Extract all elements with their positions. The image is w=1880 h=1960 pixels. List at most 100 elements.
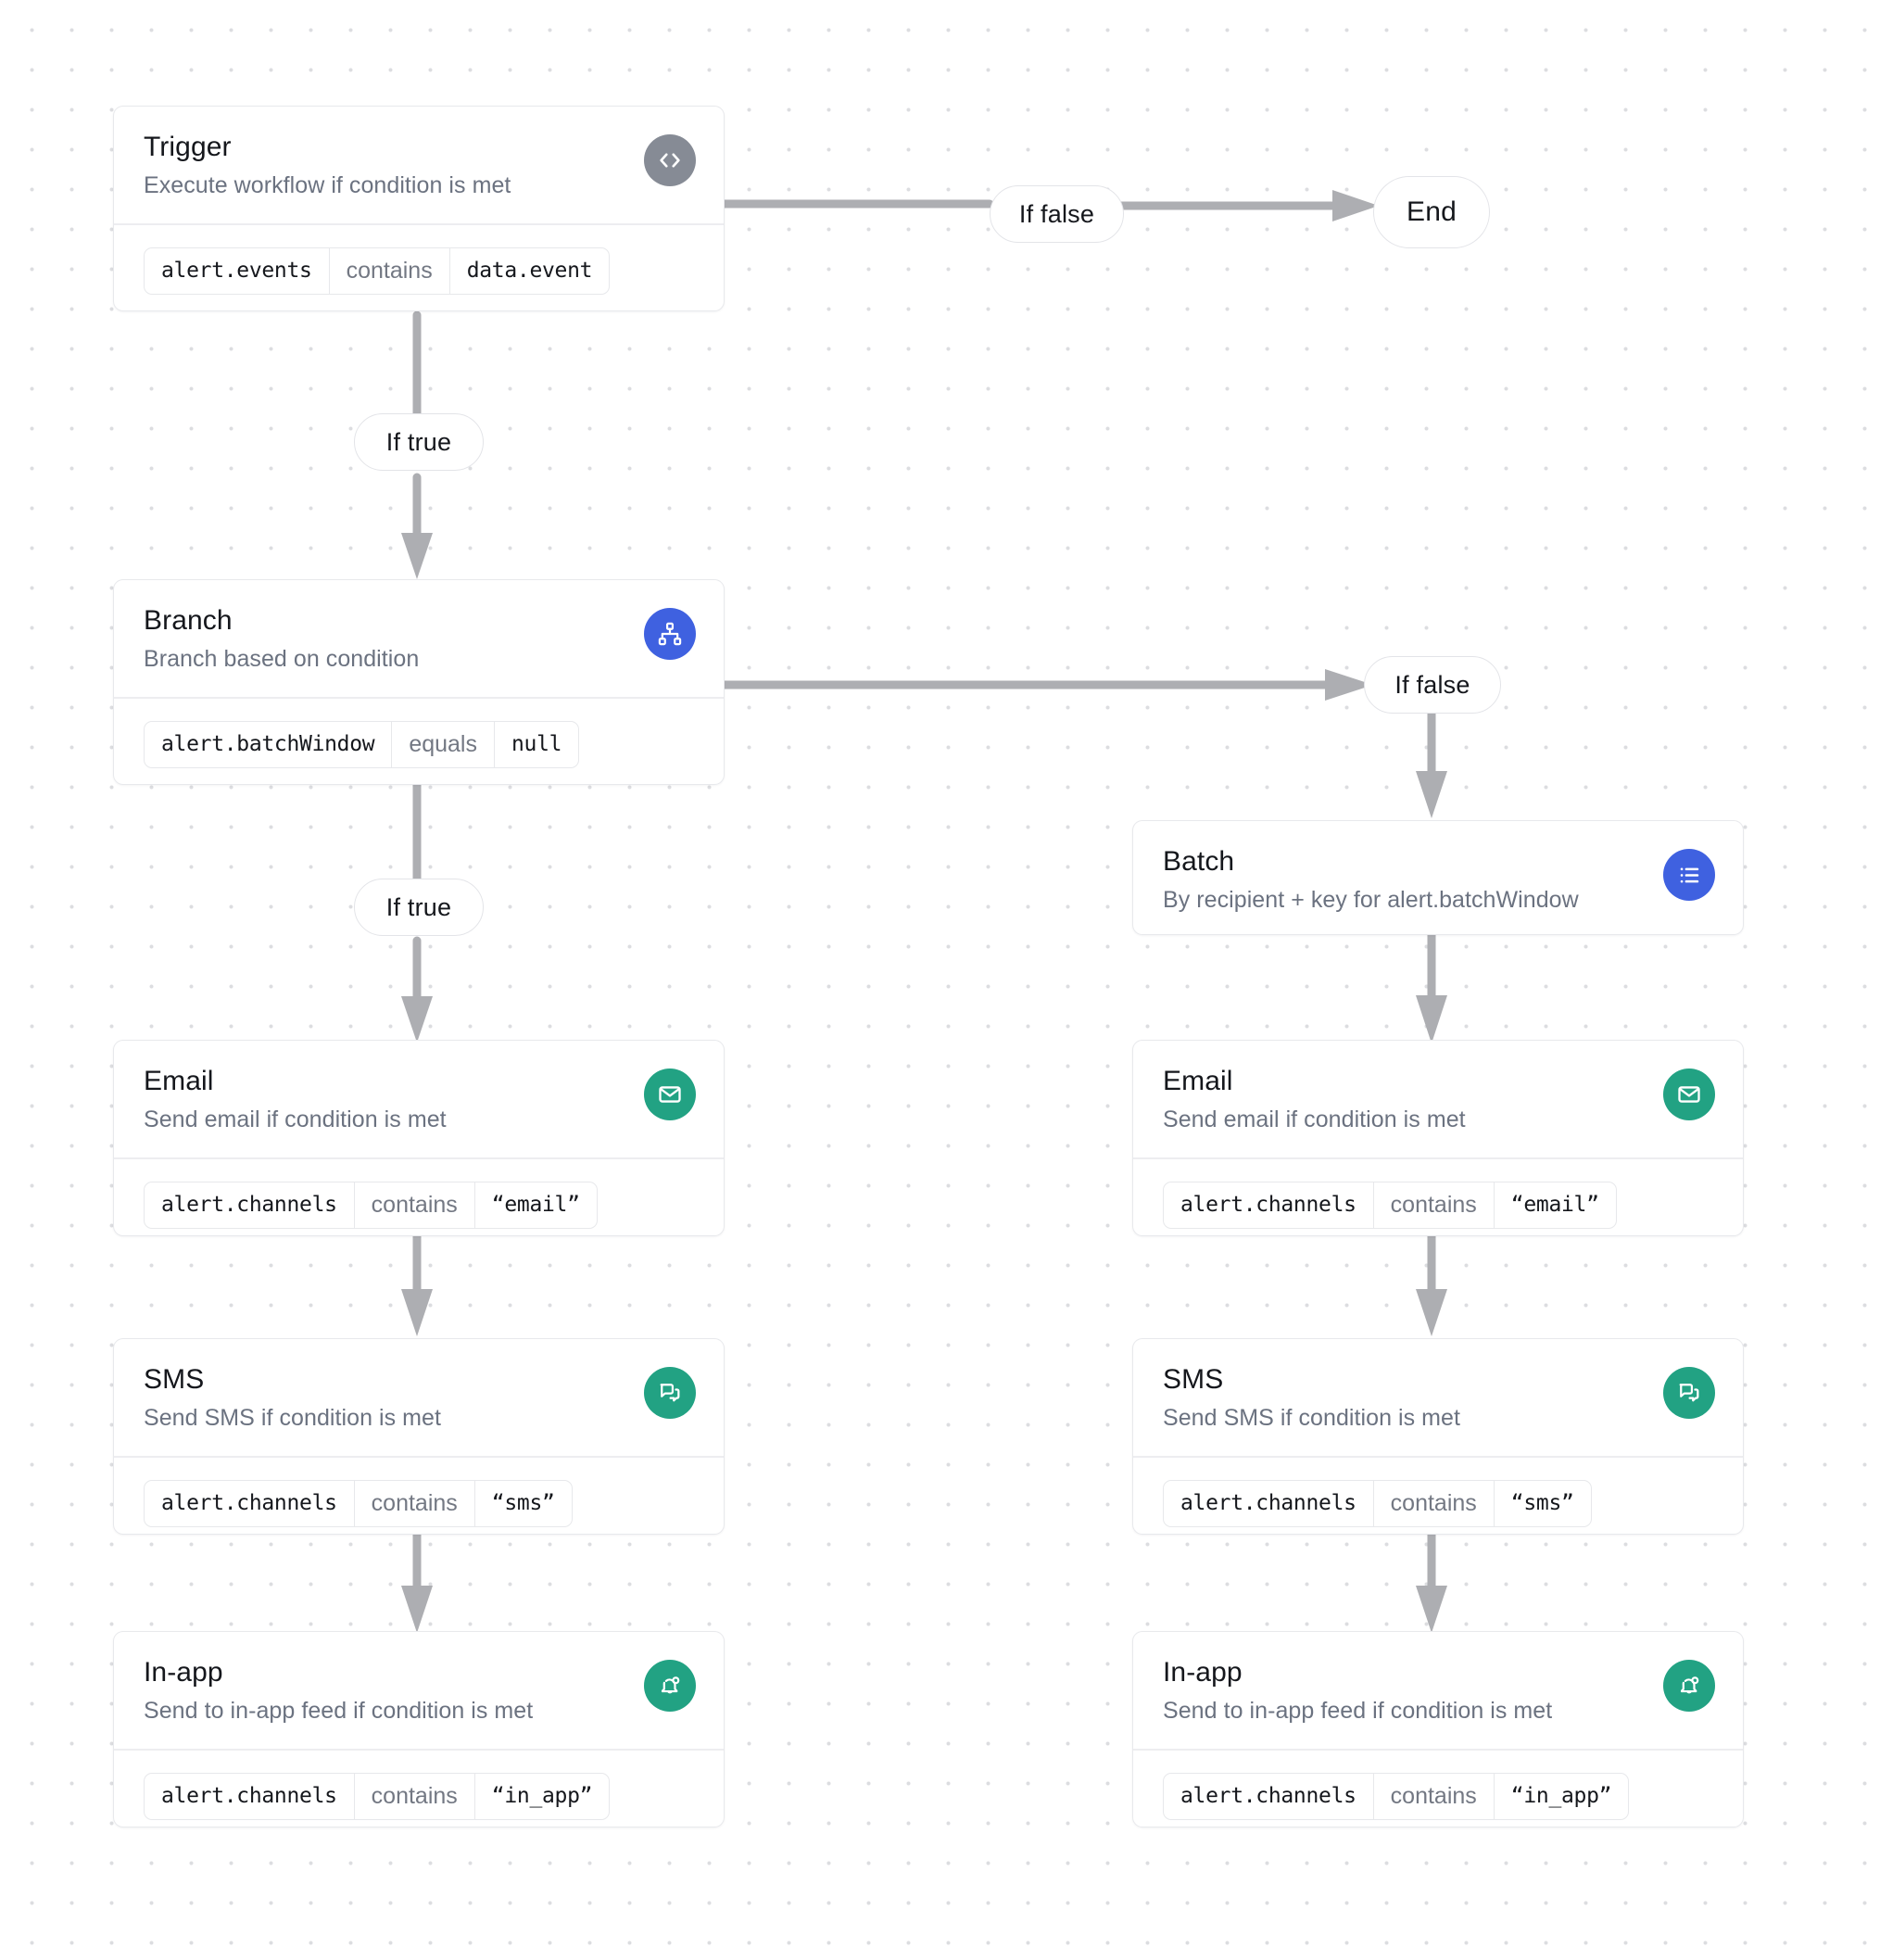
card-divider: [114, 697, 724, 699]
node-card-branch[interactable]: Branch Branch based on condition alert.b…: [113, 579, 725, 785]
card-header: Branch Branch based on condition: [114, 580, 724, 697]
condition-field: alert.events: [161, 258, 312, 283]
card-body: alert.events contains data.event: [114, 225, 724, 321]
card-divider: [1133, 1456, 1743, 1458]
node-card-email-right[interactable]: Email Send email if condition is met ale…: [1132, 1040, 1744, 1236]
end-label: End: [1407, 196, 1457, 227]
edge-sms-to-inapp-right: [1416, 1524, 1447, 1633]
card-divider: [114, 1749, 724, 1751]
card-body: alert.channels contains “in_app”: [1133, 1751, 1743, 1846]
card-divider: [114, 1157, 724, 1159]
node-subtitle: Send SMS if condition is met: [1163, 1405, 1460, 1432]
condition-field: alert.channels: [1180, 1783, 1356, 1808]
node-card-inapp-left[interactable]: In-app Send to in-app feed if condition …: [113, 1631, 725, 1827]
condition-chip[interactable]: alert.channels contains “sms”: [144, 1479, 573, 1527]
chat-bubbles-icon: [1663, 1367, 1715, 1419]
node-subtitle: Send to in-app feed if condition is met: [1163, 1698, 1553, 1725]
condition-value: null: [493, 721, 578, 767]
bell-dot-icon: [644, 1660, 696, 1712]
condition-chip[interactable]: alert.batchWindow equals null: [144, 720, 580, 768]
condition-chip[interactable]: alert.channels contains “sms”: [1163, 1479, 1592, 1527]
card-divider: [1133, 1157, 1743, 1159]
condition-value: “email”: [1493, 1182, 1616, 1228]
card-body: alert.channels contains “sms”: [1133, 1458, 1743, 1553]
card-divider: [114, 1456, 724, 1458]
node-subtitle: Send email if condition is met: [144, 1106, 447, 1133]
card-header: SMS Send SMS if condition is met: [1133, 1339, 1743, 1456]
sitemap-icon: [644, 608, 696, 660]
node-title: Trigger: [144, 132, 232, 162]
edge-trigger-true-stub: [403, 310, 431, 418]
card-header: Trigger Execute workflow if condition is…: [114, 107, 724, 223]
condition-value: “in_app”: [473, 1773, 609, 1819]
code-icon: [644, 134, 696, 186]
condition-value: “email”: [473, 1182, 597, 1228]
list-icon: [1663, 849, 1715, 901]
condition-field: alert.batchWindow: [161, 731, 375, 756]
node-card-trigger[interactable]: Trigger Execute workflow if condition is…: [113, 106, 725, 311]
edge-email-to-sms-right: [1416, 1228, 1447, 1336]
node-subtitle: Execute workflow if condition is met: [144, 172, 511, 199]
node-title: Branch: [144, 605, 233, 636]
card-header: Batch By recipient + key for alert.batch…: [1133, 821, 1743, 938]
card-header: In-app Send to in-app feed if condition …: [1133, 1632, 1743, 1749]
node-title: Batch: [1163, 846, 1235, 877]
node-card-batch[interactable]: Batch By recipient + key for alert.batch…: [1132, 820, 1744, 935]
condition-value: data.event: [448, 247, 609, 294]
condition-field: alert.channels: [161, 1192, 337, 1217]
edge-trigger-false-stub: [720, 190, 994, 218]
edge-branch-false: [720, 669, 1373, 701]
edge-sms-to-inapp-left: [401, 1524, 433, 1633]
condition-field: alert.channels: [161, 1490, 337, 1515]
node-title: In-app: [144, 1657, 223, 1688]
condition-chip[interactable]: alert.channels contains “email”: [1163, 1181, 1617, 1229]
condition-operator: contains: [1372, 1182, 1494, 1228]
condition-value: “sms”: [1493, 1480, 1591, 1526]
node-subtitle: Branch based on condition: [144, 646, 420, 673]
condition-operator: contains: [1372, 1773, 1494, 1819]
envelope-icon: [1663, 1069, 1715, 1120]
condition-chip[interactable]: alert.channels contains “in_app”: [144, 1772, 611, 1820]
edge-label-text: If true: [385, 427, 452, 456]
condition-operator: contains: [353, 1773, 474, 1819]
edge-label-branch-if-false[interactable]: If false: [1364, 656, 1501, 714]
node-card-sms-left[interactable]: SMS Send SMS if condition is met alert.c…: [113, 1338, 725, 1535]
condition-operator: contains: [353, 1182, 474, 1228]
node-subtitle: Send to in-app feed if condition is met: [144, 1698, 534, 1725]
edge-branchtrue-to-email: [401, 936, 433, 1043]
node-card-email-left[interactable]: Email Send email if condition is met ale…: [113, 1040, 725, 1236]
edge-label-text: If true: [385, 892, 452, 921]
edge-label-trigger-if-true[interactable]: If true: [354, 413, 484, 471]
node-title: Email: [1163, 1066, 1233, 1096]
condition-value: “in_app”: [1493, 1773, 1628, 1819]
node-title: SMS: [1163, 1364, 1224, 1395]
condition-field: alert.channels: [1180, 1192, 1356, 1217]
node-end[interactable]: End: [1373, 176, 1490, 248]
node-title: Email: [144, 1066, 214, 1096]
card-header: Email Send email if condition is met: [1133, 1041, 1743, 1157]
condition-chip[interactable]: alert.events contains data.event: [144, 247, 611, 295]
edge-label-branch-if-true[interactable]: If true: [354, 879, 484, 936]
card-header: Email Send email if condition is met: [114, 1041, 724, 1157]
card-body: alert.channels contains “email”: [1133, 1159, 1743, 1255]
node-card-sms-right[interactable]: SMS Send SMS if condition is met alert.c…: [1132, 1338, 1744, 1535]
condition-chip[interactable]: alert.channels contains “in_app”: [1163, 1772, 1630, 1820]
card-header: In-app Send to in-app feed if condition …: [114, 1632, 724, 1749]
edge-branch-true-stub: [403, 776, 431, 888]
edge-branchfalse-to-batch: [1416, 707, 1447, 818]
edge-label-trigger-if-false[interactable]: If false: [990, 185, 1124, 243]
node-subtitle: Send email if condition is met: [1163, 1106, 1466, 1133]
condition-value: “sms”: [473, 1480, 572, 1526]
card-body: alert.channels contains “email”: [114, 1159, 724, 1255]
condition-operator: equals: [391, 721, 494, 767]
node-title: In-app: [1163, 1657, 1243, 1688]
condition-field: alert.channels: [161, 1783, 337, 1808]
condition-chip[interactable]: alert.channels contains “email”: [144, 1181, 598, 1229]
condition-operator: contains: [328, 247, 449, 294]
card-divider: [114, 223, 724, 225]
edge-email-to-sms-left: [401, 1228, 433, 1336]
node-card-inapp-right[interactable]: In-app Send to in-app feed if condition …: [1132, 1631, 1744, 1827]
node-subtitle: Send SMS if condition is met: [144, 1405, 441, 1432]
envelope-icon: [644, 1069, 696, 1120]
